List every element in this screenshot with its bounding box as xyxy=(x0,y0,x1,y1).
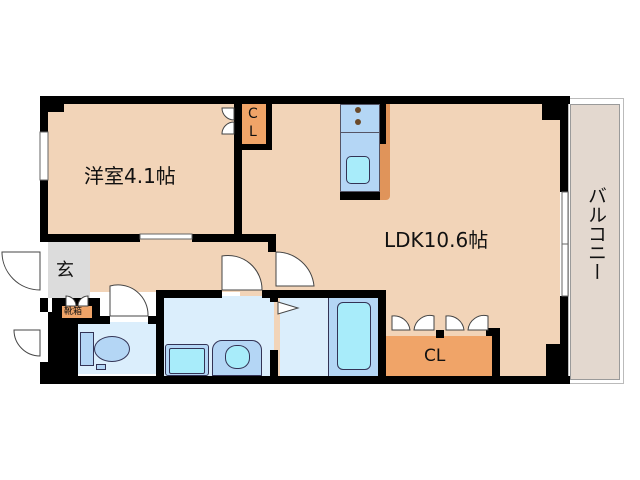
kitchen-divider xyxy=(340,132,380,133)
wall-toilet-right xyxy=(156,290,164,380)
wall-wash-divider-bottom xyxy=(270,350,278,380)
entrance xyxy=(48,240,90,298)
wall-western-bottom xyxy=(40,234,140,242)
western-room xyxy=(48,104,236,234)
wall-wash-top xyxy=(156,290,222,298)
toilet-tank-icon xyxy=(80,332,94,366)
closet-small-label-l: L xyxy=(249,124,257,140)
kitchen-wall xyxy=(380,104,386,144)
washbasin-bowl-icon xyxy=(225,345,250,369)
wall-closet-right xyxy=(266,96,272,150)
wall-right-top xyxy=(560,96,568,192)
entrance-door-icon xyxy=(1,251,41,357)
wall-toilet-top-2 xyxy=(148,316,162,324)
balcony-label: バルコニー xyxy=(585,186,607,281)
balcony xyxy=(570,104,620,380)
wall-wash-top-2 xyxy=(262,290,386,298)
wall-closet-bottom xyxy=(234,144,272,150)
wall-bottom xyxy=(40,376,570,384)
kitchen-base xyxy=(340,192,380,200)
ldk-label: LDK10.6帖 xyxy=(384,228,489,252)
bathtub-icon xyxy=(337,302,371,370)
wall-corner-br xyxy=(546,344,568,384)
closet-ldk-label: CL xyxy=(424,346,446,366)
wall-left-lower xyxy=(40,298,48,312)
wall-right-bottom xyxy=(560,296,568,384)
stove-burner-icon xyxy=(355,107,361,113)
shoe-box-label: 靴箱 xyxy=(64,307,83,317)
wall-wash-divider-top xyxy=(270,290,278,302)
closet-small-label-c: C xyxy=(248,106,258,122)
toilet-bowl-icon xyxy=(94,336,130,362)
shoe-box xyxy=(62,306,92,318)
western-room-label: 洋室4.1帖 xyxy=(84,164,176,188)
toilet-paper-icon xyxy=(96,364,106,370)
washing-machine-inner xyxy=(169,348,205,374)
wall-western-bottom-2 xyxy=(192,234,276,242)
wall-closet-ldk-right xyxy=(492,328,500,380)
wall-hall-post xyxy=(268,234,276,252)
wall-closet-ldk-top xyxy=(378,330,386,338)
wall-closet-ldk-top-right xyxy=(486,328,500,336)
wall-left-upper xyxy=(40,96,48,132)
wall-closet-ldk-mid xyxy=(436,330,444,338)
closet-ldk xyxy=(386,336,494,378)
sink-icon xyxy=(346,156,370,184)
wall-top xyxy=(40,96,570,104)
wall-toilet-top xyxy=(70,316,110,324)
closet-small xyxy=(240,104,268,146)
wall-corner-tr xyxy=(542,96,568,120)
wall-left-bottom xyxy=(40,362,48,384)
wall-corner-tl xyxy=(40,96,64,112)
stove-burner-icon xyxy=(355,119,361,125)
wall-left-mid xyxy=(40,180,48,240)
entrance-label: 玄 xyxy=(56,260,74,281)
wall-western-right xyxy=(234,96,242,242)
